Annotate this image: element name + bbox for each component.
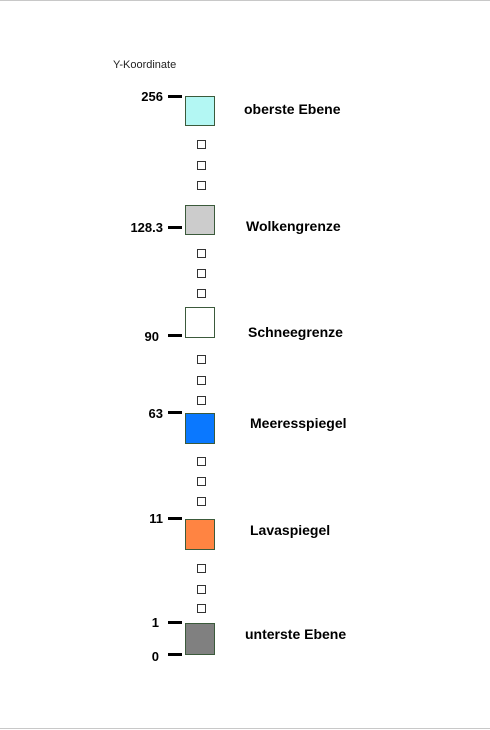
tick-mark-0 — [168, 653, 182, 656]
gap-marker — [197, 140, 206, 149]
level-block-oberste-ebene — [185, 96, 215, 126]
tick-label-11: 11 — [149, 511, 163, 526]
tick-label-63: 63 — [148, 406, 163, 421]
gap-marker — [197, 269, 206, 278]
tick-label-90: 90 — [144, 329, 159, 344]
level-name-schneegrenze: Schneegrenze — [248, 324, 343, 340]
axis-title: Y-Koordinate — [113, 59, 177, 71]
tick-mark-63 — [168, 411, 182, 414]
gap-marker — [197, 457, 206, 466]
level-block-schneegrenze — [185, 307, 215, 338]
frame-bottom-border — [0, 728, 490, 729]
gap-marker — [197, 355, 206, 364]
frame-top-border — [0, 0, 490, 1]
level-name-oberste-ebene: oberste Ebene — [244, 101, 341, 117]
level-name-unterste-ebene: unterste Ebene — [245, 626, 347, 642]
tick-label-1: 1 — [151, 615, 159, 630]
gap-marker — [197, 564, 206, 573]
tick-mark-90 — [168, 334, 182, 337]
tick-label-0: 0 — [151, 649, 159, 664]
tick-label-128-3: 128.3 — [130, 220, 163, 235]
gap-marker — [197, 585, 206, 594]
gap-marker — [197, 181, 206, 190]
level-block-unterste-ebene — [185, 623, 215, 655]
tick-mark-11 — [168, 517, 182, 520]
tick-mark-256 — [168, 95, 182, 98]
level-name-lavaspiegel: Lavaspiegel — [250, 522, 331, 538]
level-block-wolkengrenze — [185, 205, 215, 235]
tick-label-256: 256 — [141, 89, 163, 104]
tick-mark-1 — [168, 621, 182, 624]
gap-marker — [197, 249, 206, 258]
level-block-meeresspiegel — [185, 413, 215, 444]
gap-marker — [197, 289, 206, 298]
level-block-lavaspiegel — [185, 519, 215, 550]
gap-marker — [197, 161, 206, 170]
level-name-wolkengrenze: Wolkengrenze — [246, 218, 341, 234]
gap-marker — [197, 604, 206, 613]
tick-mark-128-3 — [168, 226, 182, 229]
level-name-meeresspiegel: Meeresspiegel — [250, 415, 347, 431]
gap-marker — [197, 477, 206, 486]
gap-marker — [197, 497, 206, 506]
gap-marker — [197, 396, 206, 405]
gap-marker — [197, 376, 206, 385]
